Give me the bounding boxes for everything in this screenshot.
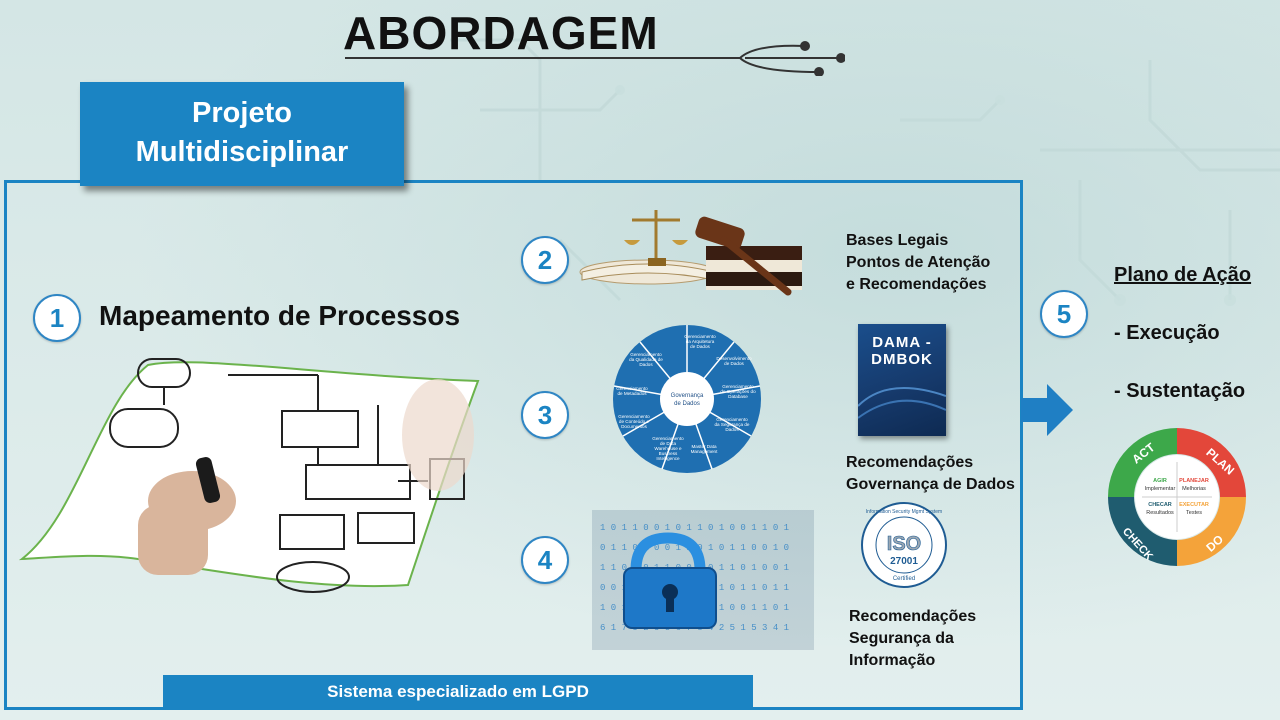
pdca-cycle-illustration: ACT PLAN DO CHECK AGIR Implementar PLANE… bbox=[1108, 428, 1246, 566]
svg-text:Melhorias: Melhorias bbox=[1182, 486, 1206, 492]
wheel-center-label: Governança bbox=[671, 393, 704, 399]
wheel-segment-label: Gerenciamento bbox=[630, 352, 662, 357]
title-circuit-decoration bbox=[345, 41, 845, 76]
security-lock-illustration: 1 0 1 1 0 0 1 0 1 1 0 1 0 0 1 1 0 1 0 1 … bbox=[592, 510, 814, 650]
svg-text:Business: Business bbox=[659, 451, 678, 456]
wheel-segment-label: Desenvolvimento bbox=[716, 356, 752, 361]
footer-bar: Sistema especializado em LGPD bbox=[163, 675, 753, 708]
svg-text:Intelligence: Intelligence bbox=[656, 456, 680, 461]
data-governance-wheel: Governança de Dados Gerenciamento da Arq… bbox=[613, 325, 761, 473]
svg-text:1 0 1 1 0 0 1 0 1 1 0 1 0 0 1: 1 0 1 1 0 0 1 0 1 1 0 1 0 0 1 1 0 1 bbox=[600, 523, 789, 533]
iso-num-text: 27001 bbox=[890, 556, 918, 567]
wheel-segment-label: Master Data bbox=[691, 444, 716, 449]
footer-label: Sistema especializado em LGPD bbox=[327, 681, 589, 701]
svg-text:de Data: de Data bbox=[660, 441, 677, 446]
step-2-line2: Pontos de Atenção bbox=[846, 254, 991, 271]
project-box: Projeto Multidisciplinar bbox=[80, 82, 404, 186]
iso-bottom-text: Certified bbox=[893, 576, 915, 582]
step-4-number: 4 bbox=[521, 536, 569, 584]
step-5-number: 5 bbox=[1040, 290, 1088, 338]
svg-text:PLANEJAR: PLANEJAR bbox=[1179, 478, 1209, 484]
step-2-line3: e Recomendações bbox=[846, 276, 987, 293]
svg-text:de Dados: de Dados bbox=[690, 344, 710, 349]
svg-text:Resultados: Resultados bbox=[1146, 510, 1174, 516]
wheel-segment-label: Gerenciamento bbox=[716, 417, 748, 422]
page-title: ABORDAGEM bbox=[343, 7, 659, 59]
book-line1: DAMA - bbox=[872, 334, 932, 351]
arrow-right-icon bbox=[1021, 384, 1073, 436]
step-3-line2: Governança de Dados bbox=[846, 476, 1015, 493]
svg-text:Implementar: Implementar bbox=[1145, 486, 1176, 492]
svg-text:de Dados: de Dados bbox=[674, 401, 700, 407]
svg-text:Management: Management bbox=[691, 449, 719, 454]
step-4-line3: Informação bbox=[849, 652, 936, 669]
step-5-title: Plano de Ação bbox=[1114, 264, 1252, 286]
iso-top-text: Information Security Mgmt System bbox=[866, 509, 942, 515]
iso-mid-text: ISO bbox=[887, 533, 921, 555]
wheel-segment-label: Gerenciamento bbox=[616, 386, 648, 391]
step-2-number: 2 bbox=[521, 236, 569, 284]
svg-text:AGIR: AGIR bbox=[1153, 478, 1167, 484]
dama-dmbok-book: DAMA - DMBOK bbox=[858, 324, 946, 436]
svg-text:de Operações do: de Operações do bbox=[720, 389, 756, 394]
svg-text:Dados: Dados bbox=[725, 427, 739, 432]
main-frame bbox=[4, 180, 1023, 710]
svg-text:Warehouse e: Warehouse e bbox=[654, 446, 682, 451]
svg-text:da Arquitetura: da Arquitetura bbox=[686, 339, 715, 344]
step-5-item-sustentacao: - Sustentação bbox=[1114, 380, 1246, 402]
svg-text:da Qualidade de: da Qualidade de bbox=[629, 357, 663, 362]
project-line1: Projeto bbox=[192, 97, 292, 129]
step-4-line2: Segurança da bbox=[849, 630, 954, 647]
wheel-segment-label: Gerenciamento bbox=[618, 414, 650, 419]
iso-27001-badge: Information Security Mgmt System ISO 270… bbox=[861, 502, 947, 588]
svg-text:EXECUTAR: EXECUTAR bbox=[1179, 502, 1209, 508]
wheel-segment-label: Gerenciamento bbox=[722, 384, 754, 389]
step-3-number: 3 bbox=[521, 391, 569, 439]
step-2-text: Bases Legais Pontos de Atenção e Recomen… bbox=[846, 230, 990, 296]
step-2-line1: Bases Legais bbox=[846, 232, 949, 249]
step-1-number: 1 bbox=[33, 294, 81, 342]
project-line2: Multidisciplinar bbox=[135, 136, 349, 168]
wheel-segment-label: Gerenciamento bbox=[684, 334, 716, 339]
svg-text:da Segurança de: da Segurança de bbox=[715, 422, 750, 427]
step-3-text: Recomendações Governança de Dados bbox=[846, 452, 1015, 496]
svg-text:Dados: Dados bbox=[639, 362, 653, 367]
step-4-text: Recomendações Segurança da Informação bbox=[849, 606, 976, 672]
svg-text:Documentos: Documentos bbox=[621, 424, 647, 429]
svg-text:Testes: Testes bbox=[1186, 510, 1202, 516]
book-wave-decoration bbox=[858, 387, 946, 419]
step-3-line1: Recomendações bbox=[846, 454, 974, 471]
wheel-segment-label: Gerenciamento bbox=[652, 436, 684, 441]
svg-text:de Dados: de Dados bbox=[724, 361, 744, 366]
step-4-line1: Recomendações bbox=[849, 608, 977, 625]
step-1-title: Mapeamento de Processos bbox=[99, 300, 461, 331]
svg-text:CHECAR: CHECAR bbox=[1148, 502, 1172, 508]
svg-text:Database: Database bbox=[728, 394, 748, 399]
svg-text:de Metadados: de Metadados bbox=[617, 391, 647, 396]
process-map-illustration bbox=[18, 358, 480, 593]
law-gavel-books-illustration bbox=[579, 210, 802, 296]
step-5-item-execucao: - Execução bbox=[1114, 322, 1220, 344]
book-line2: DMBOK bbox=[871, 351, 933, 368]
svg-text:de Conteúdo e: de Conteúdo e bbox=[619, 419, 650, 424]
